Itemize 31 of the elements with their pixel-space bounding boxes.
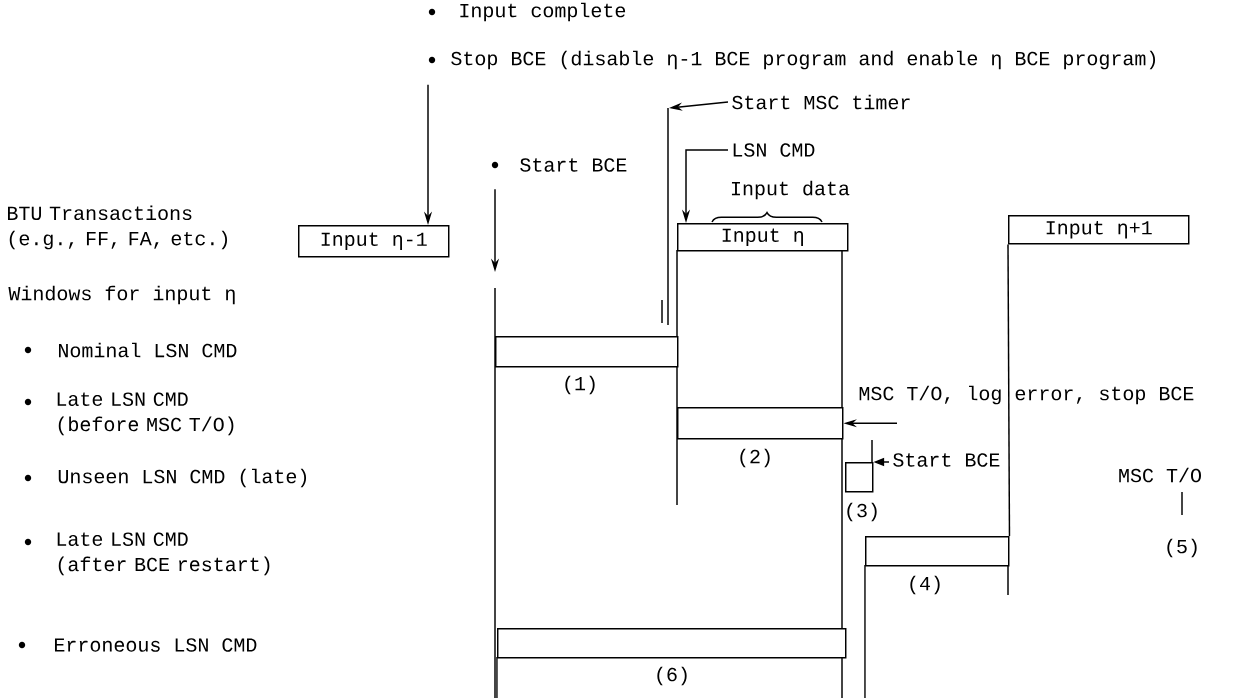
input-box: Input η: [677, 223, 849, 252]
timeline: [1007, 243, 1011, 537]
label-text: MSC T/O: [1119, 467, 1201, 483]
input-box: Input η-1: [298, 225, 450, 258]
window-number: (2): [740, 448, 770, 468]
event-text: Start BCE: [893, 453, 1000, 467]
event-text: MSC T/O, log error, stop BCE: [859, 385, 1194, 405]
label-text: Late LSN CMD (after BCE restart): [57, 532, 270, 576]
label-text: Erroneous LSN CMD: [55, 638, 257, 652]
label-text: Input complete: [460, 2, 626, 22]
window-box: [845, 462, 874, 493]
window-number: (1): [565, 375, 595, 395]
event-text: Start BCE: [520, 158, 627, 172]
label-text: Unseen LSN CMD (late): [58, 468, 307, 488]
window-number: (3): [847, 502, 877, 522]
window-number: (6): [657, 666, 687, 686]
label-text: Late LSN CMD (before MSC T/O): [57, 392, 234, 436]
window-box: [495, 336, 679, 368]
label-text: Nominal LSN CMD: [59, 342, 237, 358]
event-text: Stop BCE (disable η-1 BCE program and enable η BCE program): [451, 50, 1156, 70]
label-text: Windows for input η: [8, 285, 235, 305]
window-box: [497, 628, 847, 659]
label-text: Input data: [731, 180, 850, 200]
event-text: LSN CMD: [733, 143, 815, 157]
label-text: BTU Transactions (e.g., FF, FA, etc.): [8, 205, 227, 250]
window-number: (4): [910, 575, 940, 595]
label-text: (5): [1167, 538, 1197, 558]
input-box: Input η+1: [1008, 215, 1190, 245]
event-text: Start MSC timer: [732, 94, 910, 110]
window-box: [677, 407, 844, 440]
window-box: [865, 536, 1010, 567]
